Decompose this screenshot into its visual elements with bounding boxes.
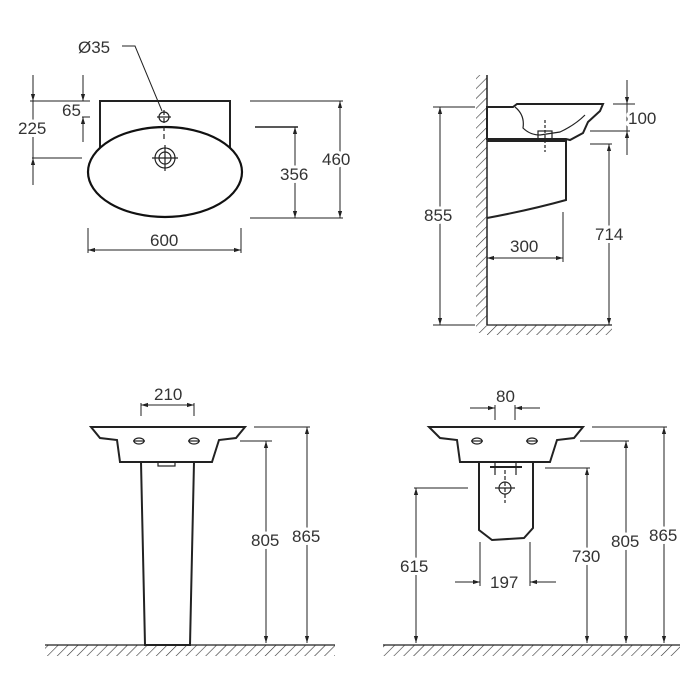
dim-65-label: 65: [62, 101, 81, 120]
dim-730-label: 730: [572, 547, 600, 566]
side-view: 855 100 714 300: [421, 75, 659, 335]
dim-805-label: 805: [611, 532, 639, 551]
pedestal-column: [139, 461, 196, 646]
semi-pedestal-outline: [478, 461, 534, 542]
dim-460-label: 460: [322, 150, 350, 169]
dim-225-label: 225: [18, 119, 46, 138]
dim-865-label: 865: [649, 526, 677, 545]
tap-hole-icon: [526, 437, 538, 445]
bowl-inner-curve: [514, 106, 586, 136]
dim-600-label: 600: [150, 231, 178, 250]
dim-714-label: 714: [595, 225, 623, 244]
dim-210-label: 210: [154, 385, 182, 404]
dim-80-label: 80: [496, 387, 515, 406]
dim-865-label: 865: [292, 527, 320, 546]
tap-hole-icon: [157, 110, 171, 140]
hole-diameter-label: Ø35: [78, 38, 110, 57]
semi-pedestal-front-view: 80 615 197 730 805 865: [383, 384, 680, 656]
half-pedestal-profile: [486, 140, 567, 219]
top-view: Ø35 225 65 460 356 600: [15, 35, 353, 253]
dim-356-label: 356: [280, 165, 308, 184]
basin-profile: [486, 103, 605, 142]
dim-300-label: 300: [510, 237, 538, 256]
dim-805-label: 805: [251, 531, 279, 550]
drain-icon: [152, 145, 178, 171]
dim-100-label: 100: [628, 109, 656, 128]
tap-hole-icon: [188, 437, 200, 445]
floor-hatch: [487, 325, 612, 335]
hole-leader-line: [122, 45, 163, 112]
tap-hole-icon: [471, 437, 483, 445]
basin-front-outline: [88, 426, 248, 463]
floor-hatch: [45, 645, 335, 656]
wall-hatch: [476, 75, 487, 333]
floor-hatch: [383, 645, 680, 656]
dim-855-label: 855: [424, 206, 452, 225]
dim-615-label: 615: [400, 557, 428, 576]
trap-connection-icon: [490, 462, 522, 503]
pedestal-front-view: 210 805 865: [45, 382, 335, 656]
tap-hole-icon: [133, 437, 145, 445]
dim-197-label: 197: [490, 573, 518, 592]
basin-bowl-outline: [86, 125, 244, 219]
basin-front-outline: [426, 426, 586, 463]
